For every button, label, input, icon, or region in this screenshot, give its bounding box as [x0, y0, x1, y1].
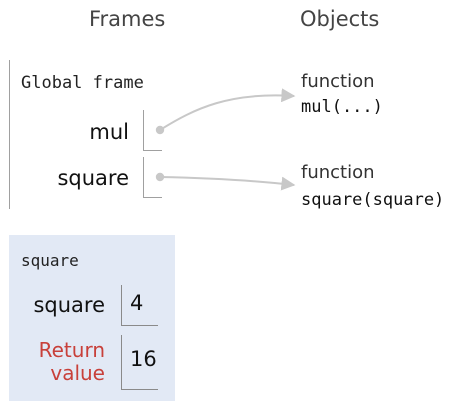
object-mul-kind: function [301, 71, 375, 92]
global-var-name-mul: mul [89, 120, 129, 144]
return-value: 16 [130, 347, 157, 371]
global-var-name-square: square [57, 166, 129, 190]
global-frame: Global frame mul square [9, 60, 170, 209]
return-value-cell: 16 [121, 335, 158, 390]
call-frame-title: square [21, 251, 79, 270]
objects-heading: Objects [300, 7, 380, 31]
call-frame-square: square square 4 Return value 16 [9, 235, 175, 401]
return-label-line1: Return [38, 338, 105, 362]
call-var-value-square: 4 [130, 291, 144, 315]
return-label-line2: value [50, 361, 105, 385]
global-var-cell-square[interactable] [143, 157, 162, 198]
pointer-arrow-square [159, 176, 296, 191]
call-var-cell-square: 4 [121, 285, 158, 326]
object-square-signature: square(square) [301, 190, 445, 210]
pointer-arrow-mul [159, 88, 296, 131]
call-var-name-square: square [33, 293, 105, 317]
return-value-label: Return value [39, 339, 105, 385]
object-mul-signature: mul(...) [301, 97, 383, 117]
frames-heading: Frames [89, 7, 166, 31]
object-square-kind: function [301, 162, 375, 183]
global-frame-title: Global frame [21, 73, 144, 93]
global-var-cell-mul[interactable] [143, 110, 162, 151]
